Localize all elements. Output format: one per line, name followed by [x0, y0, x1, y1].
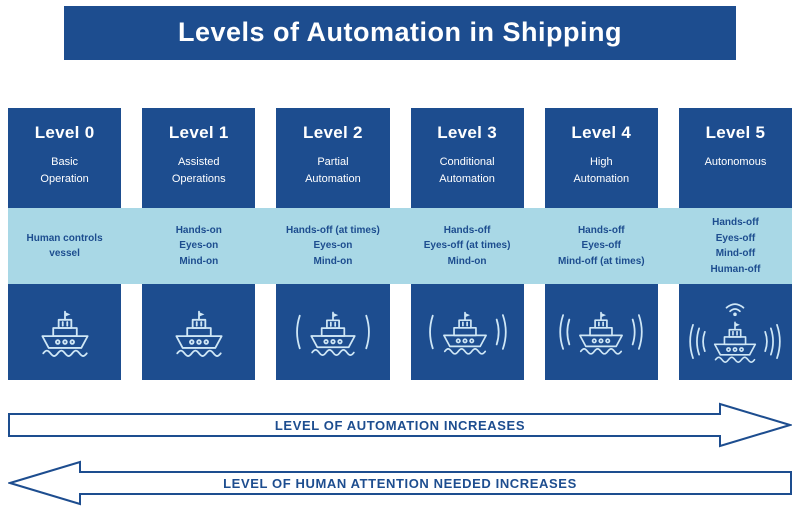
level-1-card: Level 1 Assisted Operations: [142, 108, 256, 208]
signal-waves-icon: [686, 323, 707, 360]
ship-icon: [438, 309, 492, 355]
attention-line: Eyes-off: [581, 240, 621, 252]
level-0-column: Level 0 Basic Operation Human controls v…: [8, 108, 122, 380]
attention-arrow-label: LEVEL OF HUMAN ATTENTION NEEDED INCREASE…: [223, 475, 577, 491]
signal-waves-icon: [425, 313, 436, 351]
attention-line: Mind-on: [447, 255, 487, 267]
ship-icon: [709, 319, 761, 363]
level-title: Level 2: [303, 123, 363, 142]
signal-waves-icon: [763, 323, 784, 360]
level-name-line: Assisted: [177, 156, 220, 168]
level-title: Level 0: [34, 123, 95, 142]
level-0-card: Level 0 Basic Operation: [8, 108, 122, 208]
level-1-column: Level 1 Assisted Operations Hands-on Eye…: [142, 108, 256, 380]
ship-box: [142, 284, 256, 380]
attention-line: vessel: [49, 248, 80, 259]
attention-line: Hands-off: [712, 217, 759, 228]
ship-icon: [36, 308, 94, 357]
level-title: Level 5: [705, 123, 766, 142]
level-name-line: Operations: [171, 173, 226, 186]
right-arrow-shape: [8, 402, 792, 448]
attention-cell: Hands-off (at times) Eyes-on Mind-on: [276, 208, 389, 284]
level-name-line: Conditional: [439, 156, 495, 168]
level-3-card: Level 3 Conditional Automation: [410, 108, 524, 208]
level-name: Partial Automation: [276, 154, 389, 188]
level-name: Assisted Operations: [142, 154, 255, 188]
automation-arrow: LEVEL OF AUTOMATION INCREASES: [8, 402, 792, 448]
wifi-signal-icon: [719, 301, 751, 317]
attention-cell: Hands-off Eyes-off Mind-off Human-off: [679, 208, 792, 284]
attention-line: Eyes-on: [179, 240, 219, 252]
level-name-line: Autonomous: [704, 156, 767, 168]
infographic-title: Levels of Automation in Shipping: [64, 6, 736, 60]
level-name-line: Partial: [317, 156, 349, 168]
level-title: Level 4: [571, 123, 632, 142]
attention-line: Hands-on: [175, 224, 222, 236]
level-title: Level 1: [168, 123, 229, 142]
level-3-column: Level 3 Conditional Automation Hands-off…: [410, 108, 524, 380]
attention-line: Mind-off (at times): [557, 255, 645, 267]
level-2-card: Level 2 Partial Automation: [276, 108, 390, 208]
level-name-line: High: [589, 156, 613, 168]
level-4-card: Level 4 High Automation: [544, 108, 658, 208]
attention-line: Hands-off: [577, 224, 625, 236]
level-name-line: Automation: [305, 173, 361, 186]
signal-waves-icon: [556, 313, 572, 351]
attention-cell: Hands-off Eyes-off (at times) Mind-on: [411, 208, 524, 284]
signal-waves-icon: [292, 313, 303, 351]
ship-box: [544, 284, 658, 380]
attention-line: Eyes-off (at times): [423, 240, 511, 252]
attention-cell: Human controls vessel: [8, 208, 121, 284]
ship-box: [410, 284, 524, 380]
attention-band-background: [8, 208, 792, 284]
attention-arrow: LEVEL OF HUMAN ATTENTION NEEDED INCREASE…: [8, 460, 792, 506]
level-5-card: Level 5 Autonomous: [678, 108, 793, 208]
attention-line: Hands-off: [443, 224, 491, 236]
attention-line: Human-off: [710, 263, 761, 275]
attention-line: Hands-off (at times): [285, 224, 380, 236]
level-name-line: Operation: [40, 173, 89, 186]
signal-waves-icon: [363, 313, 374, 351]
level-name: Basic Operation: [8, 154, 121, 188]
automation-arrow-label: LEVEL OF AUTOMATION INCREASES: [274, 417, 526, 433]
levels-grid: Level 0 Basic Operation Human controls v…: [8, 108, 793, 380]
level-4-column: Level 4 High Automation Hands-off Eyes-o…: [544, 108, 658, 380]
level-name-line: Automation: [439, 173, 495, 186]
left-arrow-shape: [8, 460, 792, 506]
signal-waves-icon: [630, 313, 646, 351]
attention-line: Mind-on: [179, 255, 219, 267]
attention-line: Mind-off: [715, 248, 756, 259]
ship-icon: [305, 309, 361, 356]
attention-line: Eyes-off: [715, 232, 756, 244]
ship-box: [276, 284, 390, 380]
ship-box: [678, 284, 793, 380]
attention-line: Eyes-on: [313, 240, 353, 252]
level-name: Conditional Automation: [411, 154, 524, 188]
attention-line: Human controls: [26, 232, 103, 244]
level-name: High Automation: [545, 154, 658, 188]
signal-waves-icon: [494, 313, 510, 351]
level-5-column: Level 5 Autonomous Hands-off Eyes-off Mi…: [678, 108, 793, 380]
level-name-line: Basic: [51, 156, 79, 168]
ship-icon: [574, 309, 628, 355]
attention-cell: Hands-off Eyes-off Mind-off (at times): [545, 208, 658, 284]
level-name-line: Automation: [573, 173, 630, 186]
attention-line: Mind-on: [313, 255, 353, 267]
level-title: Level 3: [437, 123, 497, 142]
level-2-column: Level 2 Partial Automation Hands-off (at…: [276, 108, 390, 380]
attention-cell: Hands-on Eyes-on Mind-on: [142, 208, 255, 284]
ship-box: [8, 284, 122, 380]
ship-icon: [170, 308, 228, 357]
level-name: Autonomous: [679, 154, 792, 171]
